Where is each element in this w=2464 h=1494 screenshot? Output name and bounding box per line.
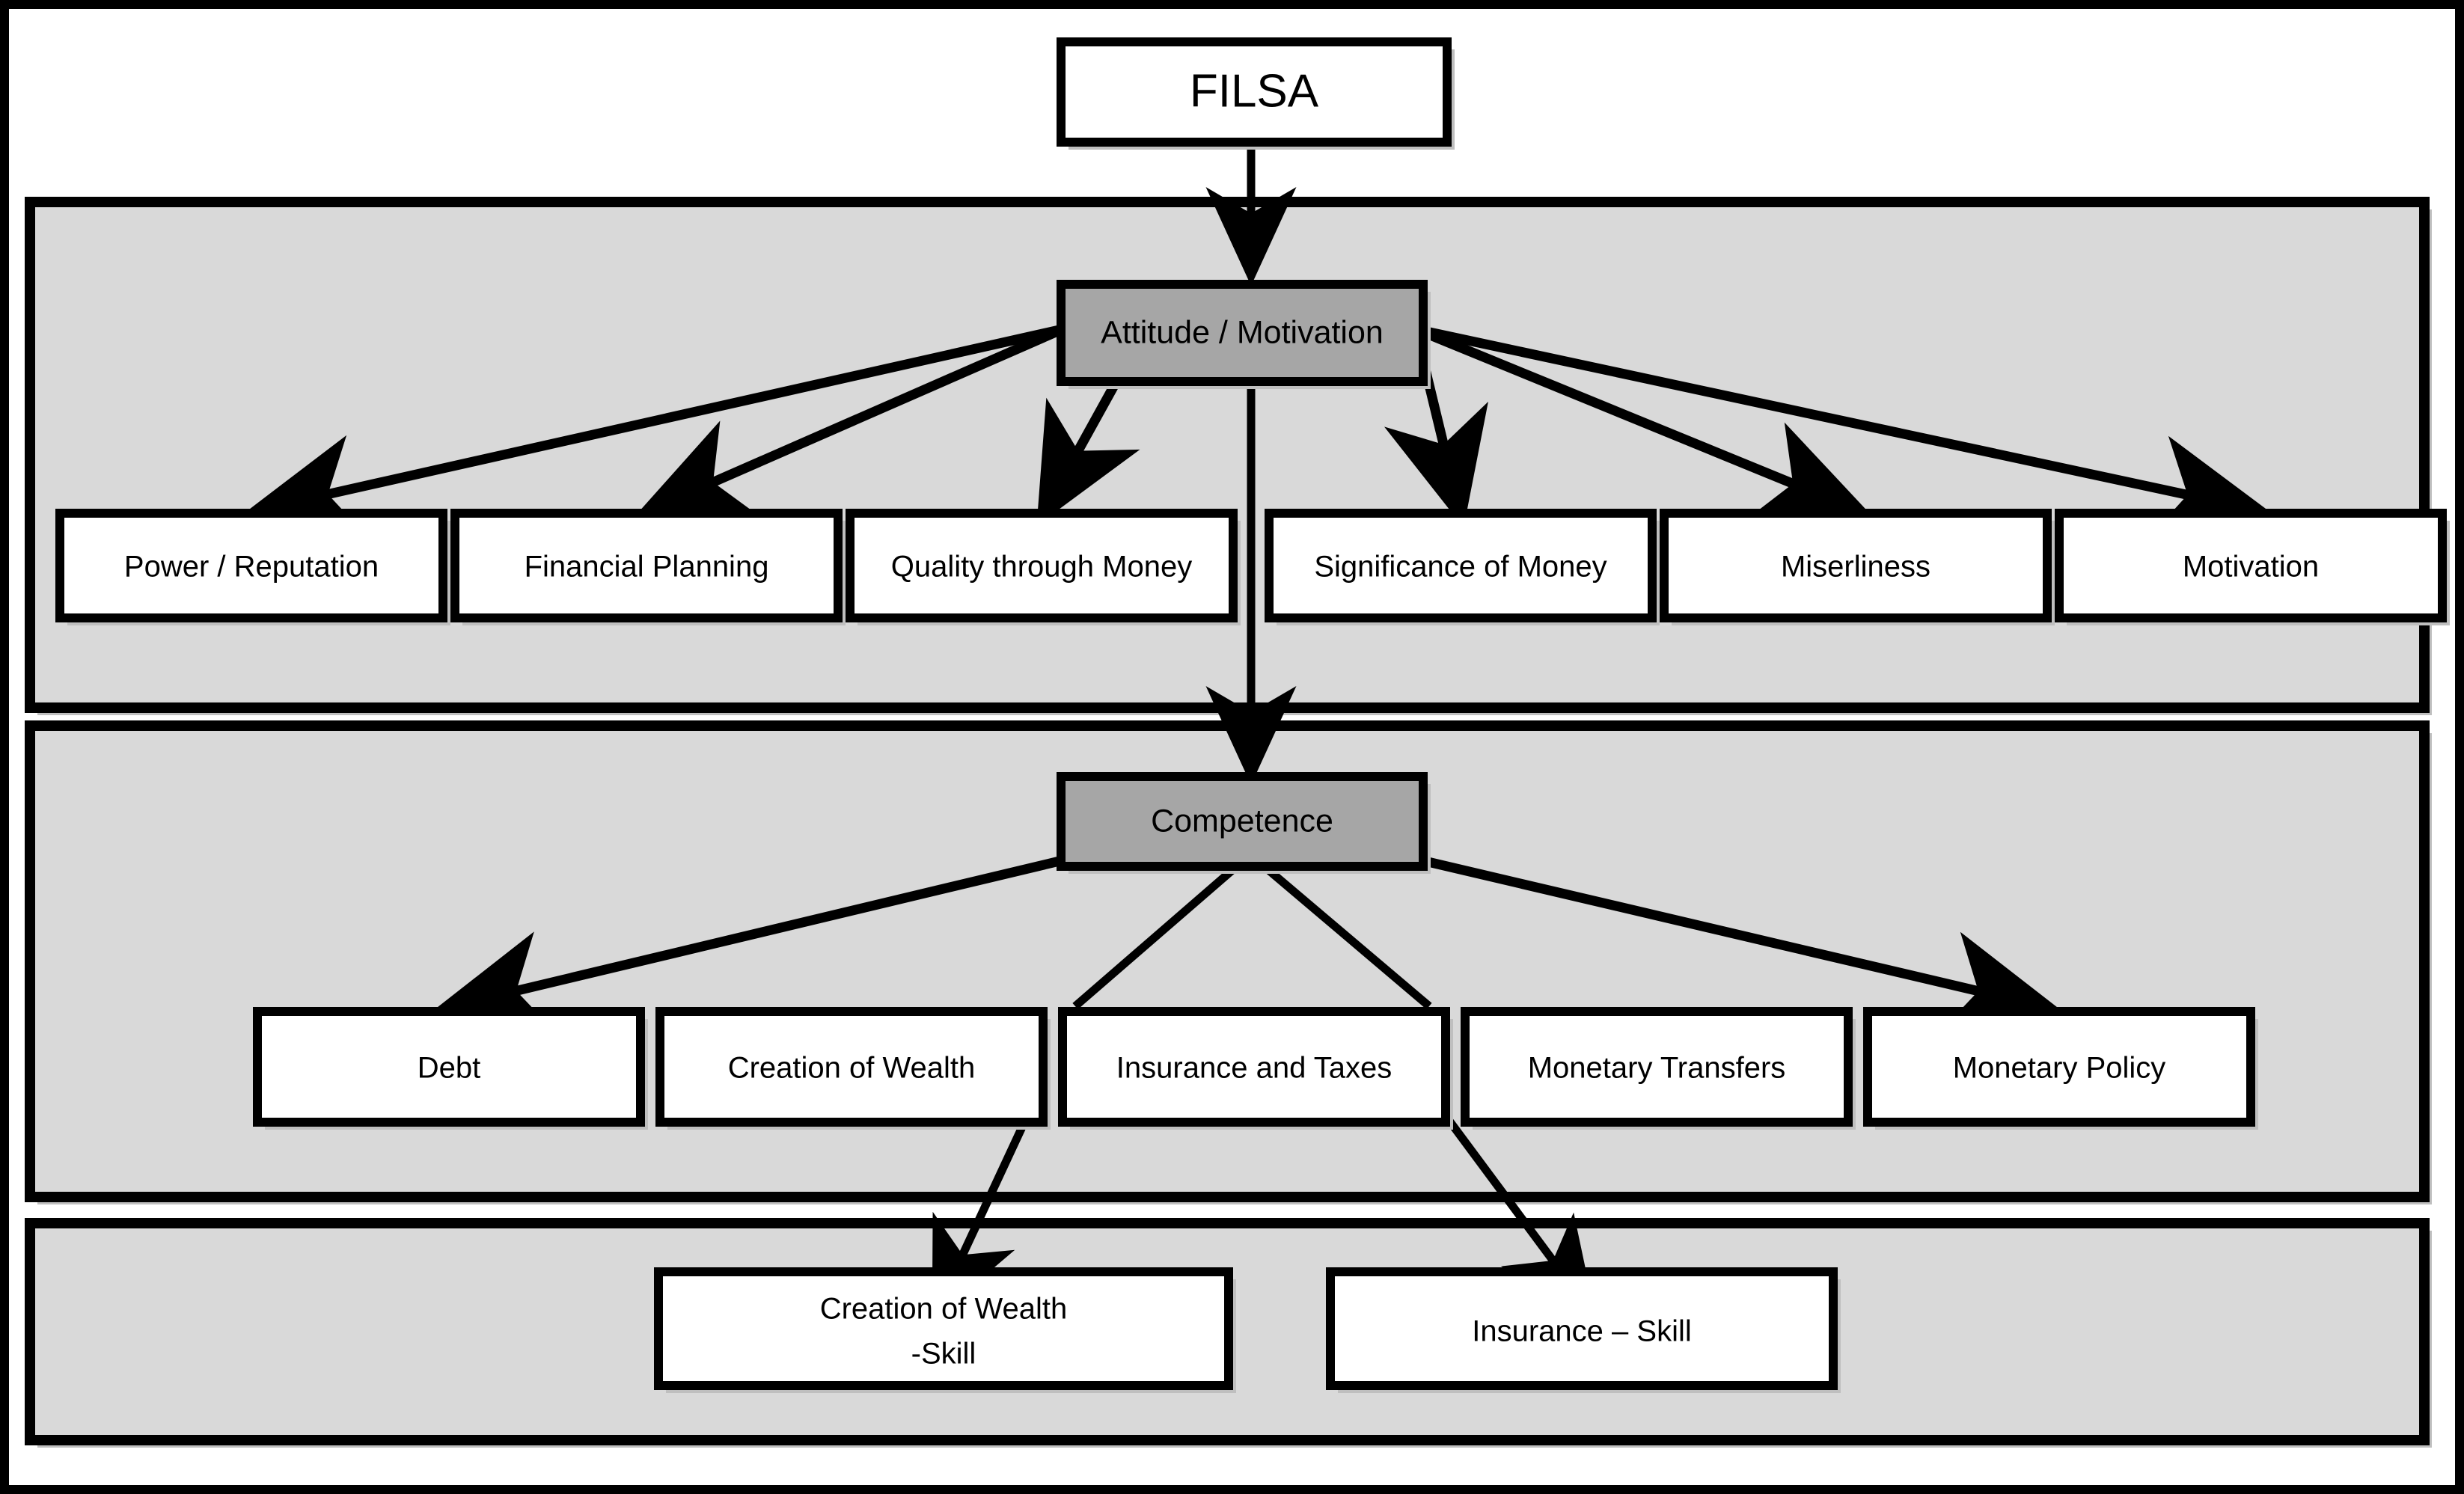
edge-competence-to-insurance-right <box>1254 857 1432 1010</box>
node-debt-label: Debt <box>418 1052 481 1085</box>
node-filsa-label: FILSA <box>1190 65 1319 117</box>
node-insurance-and-taxes[interactable] <box>1058 1007 1450 1127</box>
node-quality-through-money-label: Quality through Money <box>891 551 1192 584</box>
edge-attitude-to-miserliness <box>1413 324 1873 521</box>
node-competence-label: Competence <box>1151 803 1333 839</box>
node-creation-of-wealth-skill-line2: -Skill <box>911 1338 976 1371</box>
node-miserliness[interactable] <box>1660 509 2052 622</box>
node-monetary-policy-label: Monetary Policy <box>1953 1052 2166 1085</box>
node-motivation-label: Motivation <box>2183 551 2319 584</box>
node-attitude-motivation[interactable] <box>1057 280 1428 386</box>
node-creation-of-wealth-skill[interactable] <box>654 1267 1233 1390</box>
node-debt[interactable] <box>253 1007 645 1127</box>
edge-competence-to-insurance-left <box>1072 857 1247 1010</box>
node-insurance-skill-label: Insurance – Skill <box>1472 1315 1691 1348</box>
node-attitude-motivation-label: Attitude / Motivation <box>1101 314 1384 350</box>
node-quality-through-money[interactable] <box>846 509 1238 622</box>
edge-attitude-to-power <box>244 324 1064 540</box>
node-insurance-and-taxes-label: Insurance and Taxes <box>1116 1052 1392 1085</box>
node-power-reputation[interactable] <box>55 509 447 622</box>
node-filsa[interactable] <box>1057 37 1452 147</box>
node-significance-of-money[interactable] <box>1265 509 1657 622</box>
node-motivation[interactable] <box>2055 509 2447 622</box>
node-significance-of-money-label: Significance of Money <box>1314 551 1607 584</box>
node-insurance-skill[interactable] <box>1326 1267 1838 1390</box>
node-creation-of-wealth-label: Creation of Wealth <box>728 1052 976 1085</box>
node-monetary-policy[interactable] <box>1863 1007 2255 1127</box>
node-monetary-transfers[interactable] <box>1461 1007 1853 1127</box>
node-competence[interactable] <box>1057 772 1428 871</box>
node-financial-planning[interactable] <box>450 509 843 622</box>
edge-competence-to-monetary-policy <box>1420 855 2062 1036</box>
node-creation-of-wealth[interactable] <box>655 1007 1048 1127</box>
node-power-reputation-label: Power / Reputation <box>124 551 379 584</box>
attitude-panel <box>25 197 2430 713</box>
node-creation-of-wealth-skill-line1: Creation of Wealth <box>820 1293 1068 1326</box>
edge-attitude-to-motivation <box>1414 324 2272 541</box>
edge-attitude-to-financial <box>635 325 1065 519</box>
node-monetary-transfers-label: Monetary Transfers <box>1528 1052 1786 1085</box>
node-miserliness-label: Miserliness <box>1781 551 1930 584</box>
edge-attitude-to-quality <box>1036 379 1140 526</box>
edge-competence-to-debt <box>432 855 1064 1036</box>
node-financial-planning-label: Financial Planning <box>525 551 769 584</box>
